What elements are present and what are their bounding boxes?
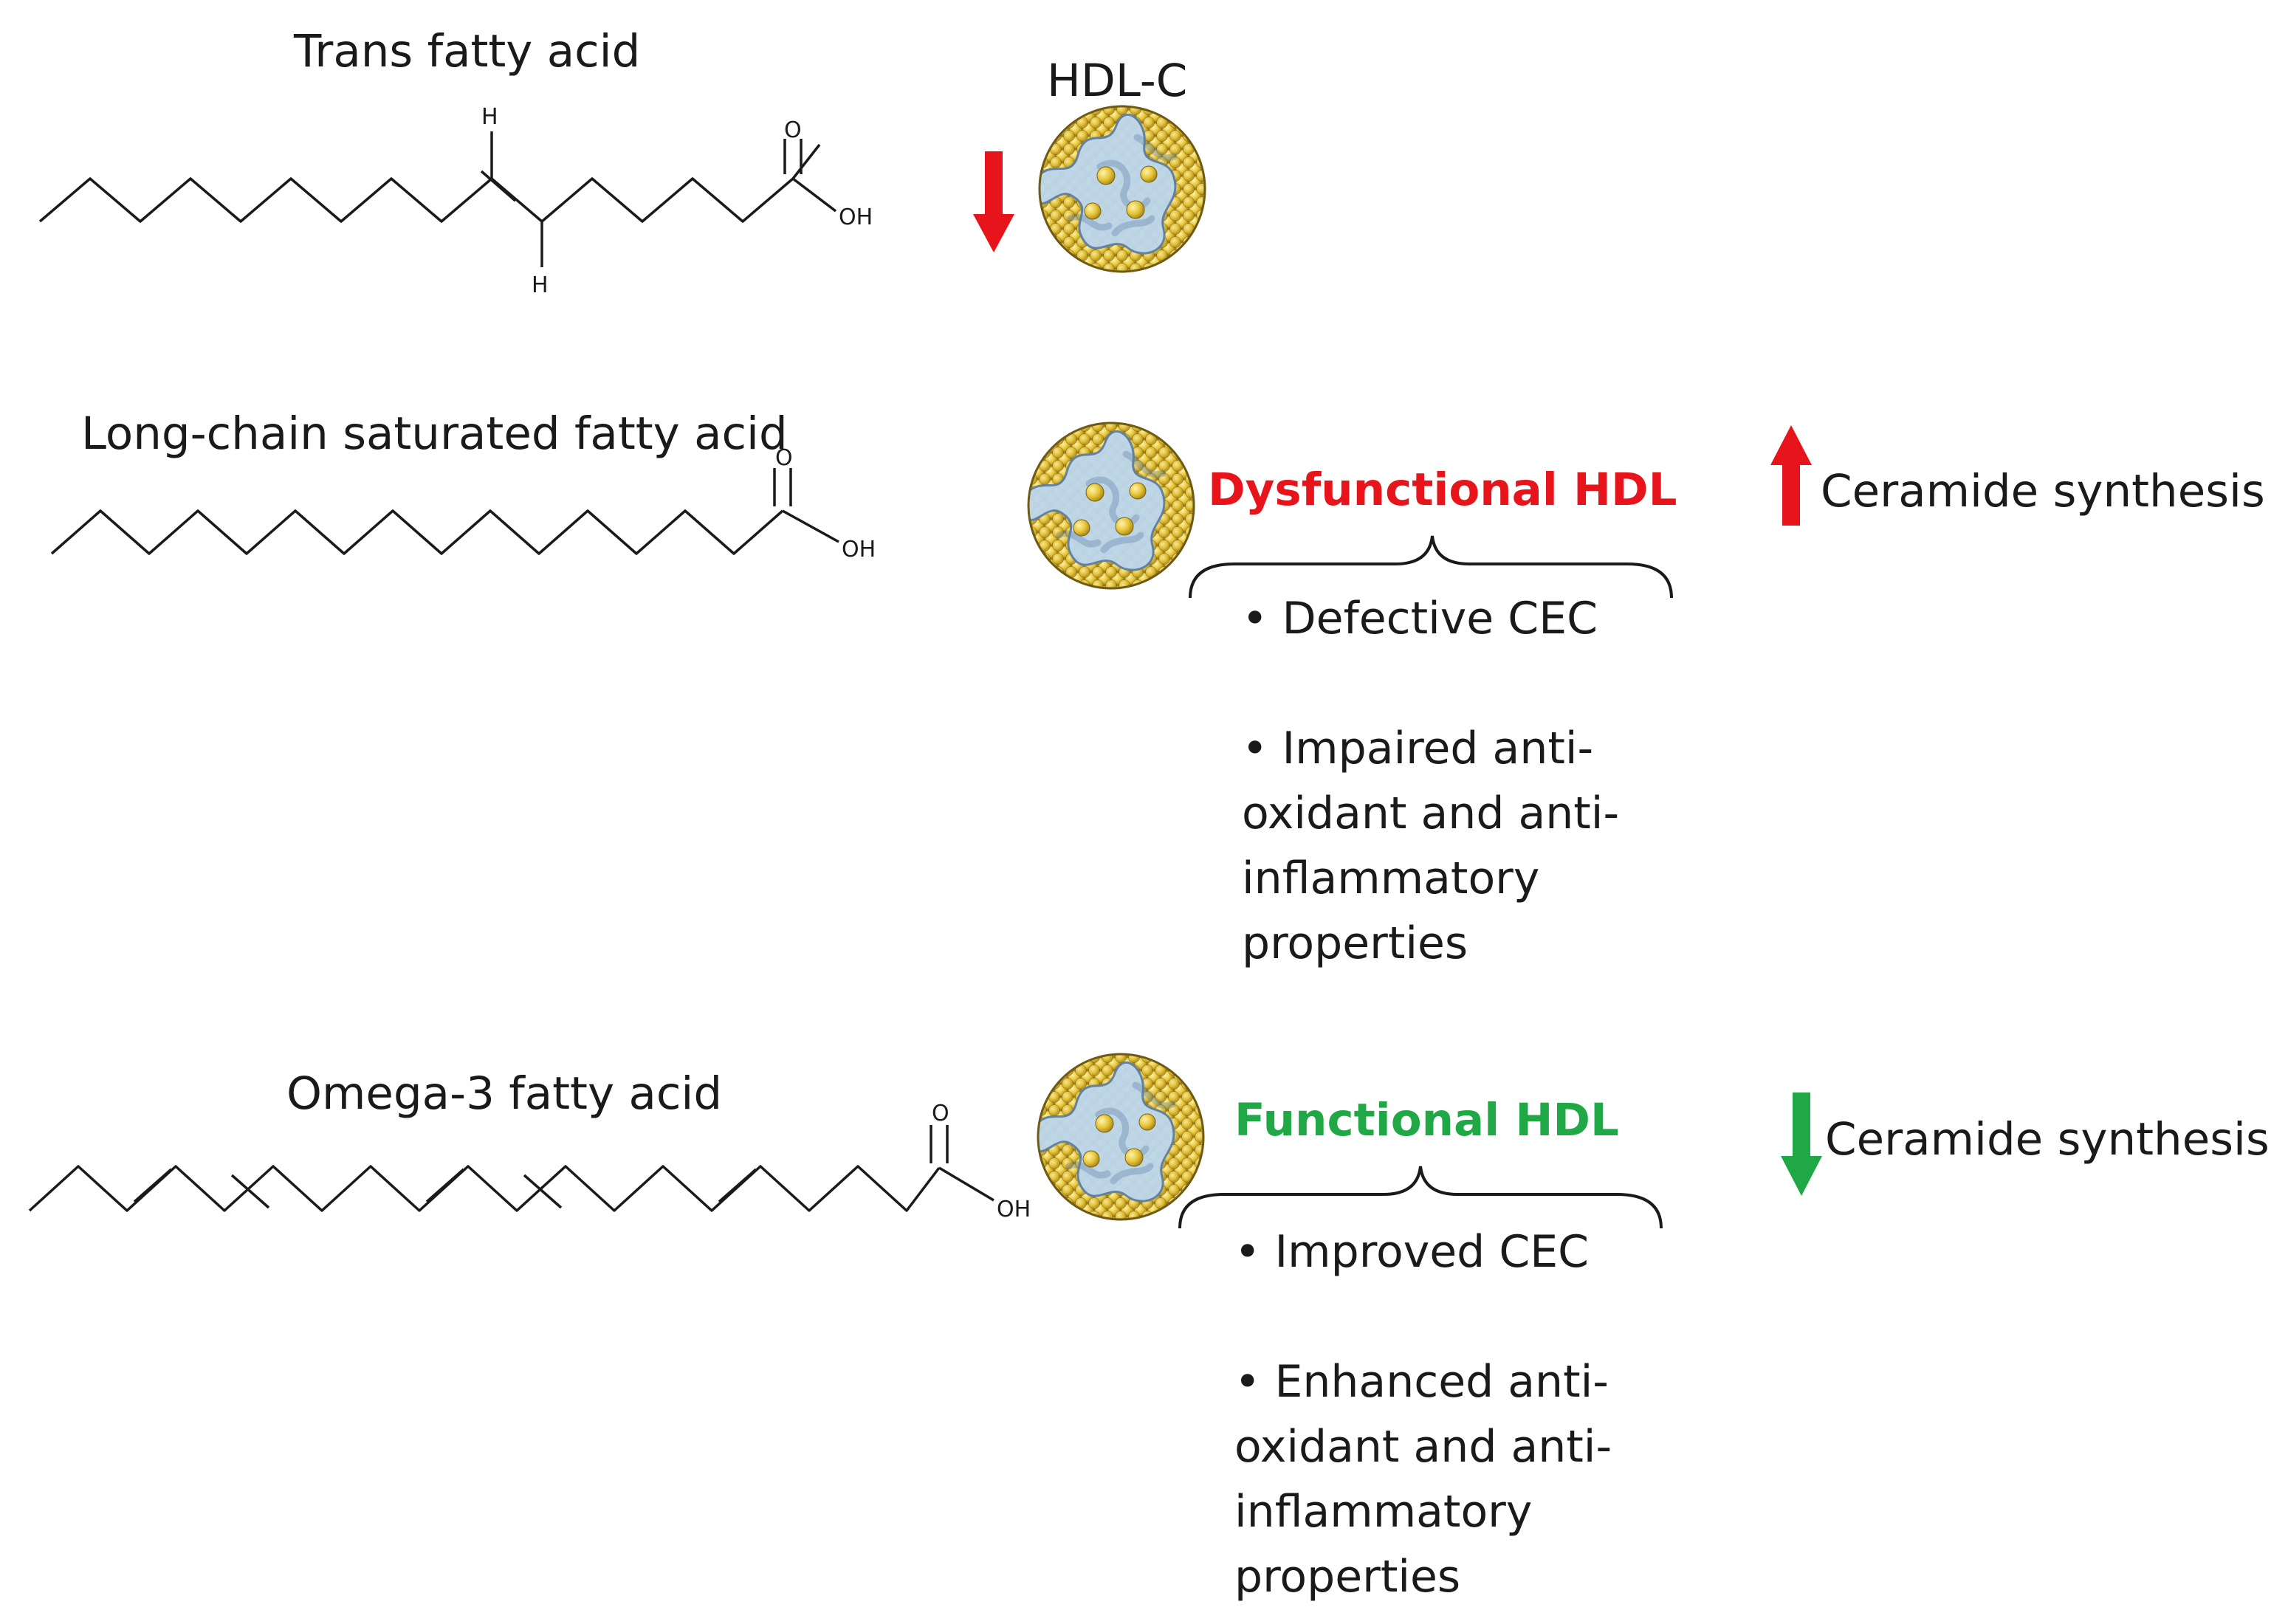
bullet-line: properties <box>1242 918 1468 969</box>
hdl-c-down-arrow <box>973 151 1014 252</box>
saturated-o: O <box>775 445 793 471</box>
ceramide-synthesis-label-up: Ceramide synthesis <box>1821 465 2265 517</box>
hdl-particle-trans <box>1035 106 1205 272</box>
functional-bullet-list: • Improved CEC • Enhanced anti-oxidant an… <box>1234 1219 1612 1609</box>
dysfunctional-brace <box>1189 535 1673 599</box>
functional-brace <box>1178 1166 1663 1229</box>
bullet-line: • Impaired anti- <box>1242 723 1594 774</box>
omega3-fatty-acid-title: Omega-3 fatty acid <box>286 1067 723 1120</box>
hdl-c-label: HDL-C <box>1047 55 1188 107</box>
saturated-fatty-acid-structure <box>50 468 839 555</box>
ceramide-synthesis-label-down: Ceramide synthesis <box>1825 1113 2270 1166</box>
dysfunctional-hdl-label: Dysfunctional HDL <box>1208 464 1677 516</box>
ceramide-down-arrow <box>1781 1093 1822 1196</box>
bullet-line: • Enhanced anti- <box>1234 1356 1609 1408</box>
trans-fatty-acid-title: Trans fatty acid <box>294 25 641 78</box>
ceramide-up-arrow <box>1770 425 1812 526</box>
bullet-line: properties <box>1234 1551 1461 1603</box>
bullet-line: • Improved CEC <box>1234 1226 1590 1278</box>
bullet-line: inflammatory <box>1242 853 1540 904</box>
dysfunctional-bullet-list: • Defective CEC • Impaired anti-oxidant a… <box>1242 586 1619 976</box>
trans-h-bottom: H <box>532 272 549 298</box>
omega3-o: O <box>932 1101 949 1126</box>
bullet-line: • Defective CEC <box>1242 593 1598 644</box>
trans-h-top: H <box>481 104 498 130</box>
omega3-fatty-acid-structure <box>28 1125 994 1212</box>
omega3-oh: OH <box>997 1197 1031 1222</box>
trans-fatty-acid-structure <box>38 131 837 267</box>
hdl-particle-dysfunctional <box>1024 423 1194 588</box>
saturated-fatty-acid-title: Long-chain saturated fatty acid <box>81 407 788 460</box>
trans-o: O <box>784 117 802 143</box>
functional-hdl-label: Functional HDL <box>1234 1094 1619 1146</box>
bullet-line: inflammatory <box>1234 1486 1533 1538</box>
hdl-particle-functional <box>1034 1054 1203 1219</box>
bullet-line: oxidant and anti- <box>1234 1421 1612 1473</box>
bullet-line: oxidant and anti- <box>1242 788 1620 839</box>
saturated-oh: OH <box>842 537 876 562</box>
trans-oh: OH <box>839 204 873 230</box>
